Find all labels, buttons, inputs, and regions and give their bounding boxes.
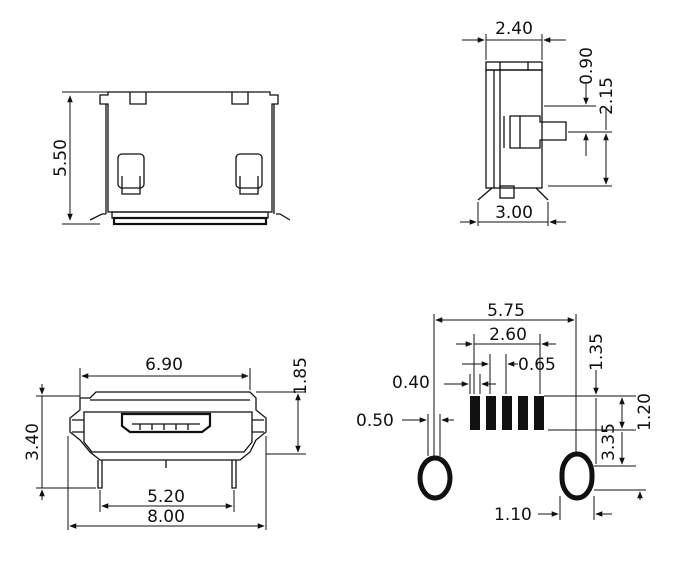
bottom-height-right-label: 1.85 — [291, 357, 311, 395]
footprint-slot-right — [559, 451, 595, 501]
bottom-height-left-label: 3.40 — [23, 423, 43, 461]
bottom-body-outline — [69, 391, 267, 461]
footprint-pad — [486, 396, 496, 430]
footprint-pad — [518, 396, 528, 430]
bottom-receptacle — [120, 412, 212, 434]
footprint-slot-width-label: 0.50 — [356, 411, 394, 431]
side-feet — [477, 187, 549, 201]
bottom-overall-width-label: 8.00 — [147, 507, 185, 527]
front-latch-left — [129, 92, 147, 105]
front-height-label: 5.50 — [51, 139, 71, 177]
bottom-width-top-label: 6.90 — [145, 355, 183, 375]
side-view: 2.40 0.90 2.15 3.00 — [460, 19, 617, 226]
side-plug — [509, 115, 567, 149]
footprint-slot-offset-label: 3.35 — [599, 423, 619, 461]
bottom-pin-span-label: 5.20 — [147, 487, 185, 507]
front-tab-left — [117, 153, 145, 189]
side-width-top-label: 2.40 — [495, 19, 533, 39]
side-width-bottom-label: 3.00 — [495, 203, 533, 223]
footprint-overall-label: 5.75 — [487, 301, 525, 321]
footprint-pad-span-label: 2.60 — [489, 325, 527, 345]
footprint-pad-width-label: 0.40 — [392, 373, 430, 393]
side-top-cap — [485, 61, 543, 71]
side-dim-b-label: 2.15 — [597, 77, 617, 115]
footprint-slot-length-label: 1.10 — [494, 505, 532, 525]
side-dim-a-label: 0.90 — [577, 47, 597, 85]
footprint-pad — [534, 396, 544, 430]
footprint-pad — [470, 396, 480, 430]
footprint-pad — [502, 396, 512, 430]
front-tab-right — [235, 153, 263, 189]
front-legs — [89, 213, 291, 221]
footprint-offset-label: 1.35 — [587, 333, 607, 371]
front-latch-right — [231, 92, 249, 105]
footprint-slot-left — [417, 455, 453, 501]
front-view: 5.50 — [51, 91, 291, 226]
footprint-pad-length-label: 1.20 — [635, 393, 655, 431]
footprint-view: 5.75 2.60 0.65 0.40 0.50 1.35 1.20 — [356, 301, 655, 525]
footprint-pitch-label: 0.65 — [518, 355, 556, 375]
bottom-leg-pins — [97, 460, 237, 489]
bottom-view: 6.90 1.85 3.40 5.20 8.00 — [23, 355, 311, 530]
bottom-pins — [139, 424, 189, 430]
